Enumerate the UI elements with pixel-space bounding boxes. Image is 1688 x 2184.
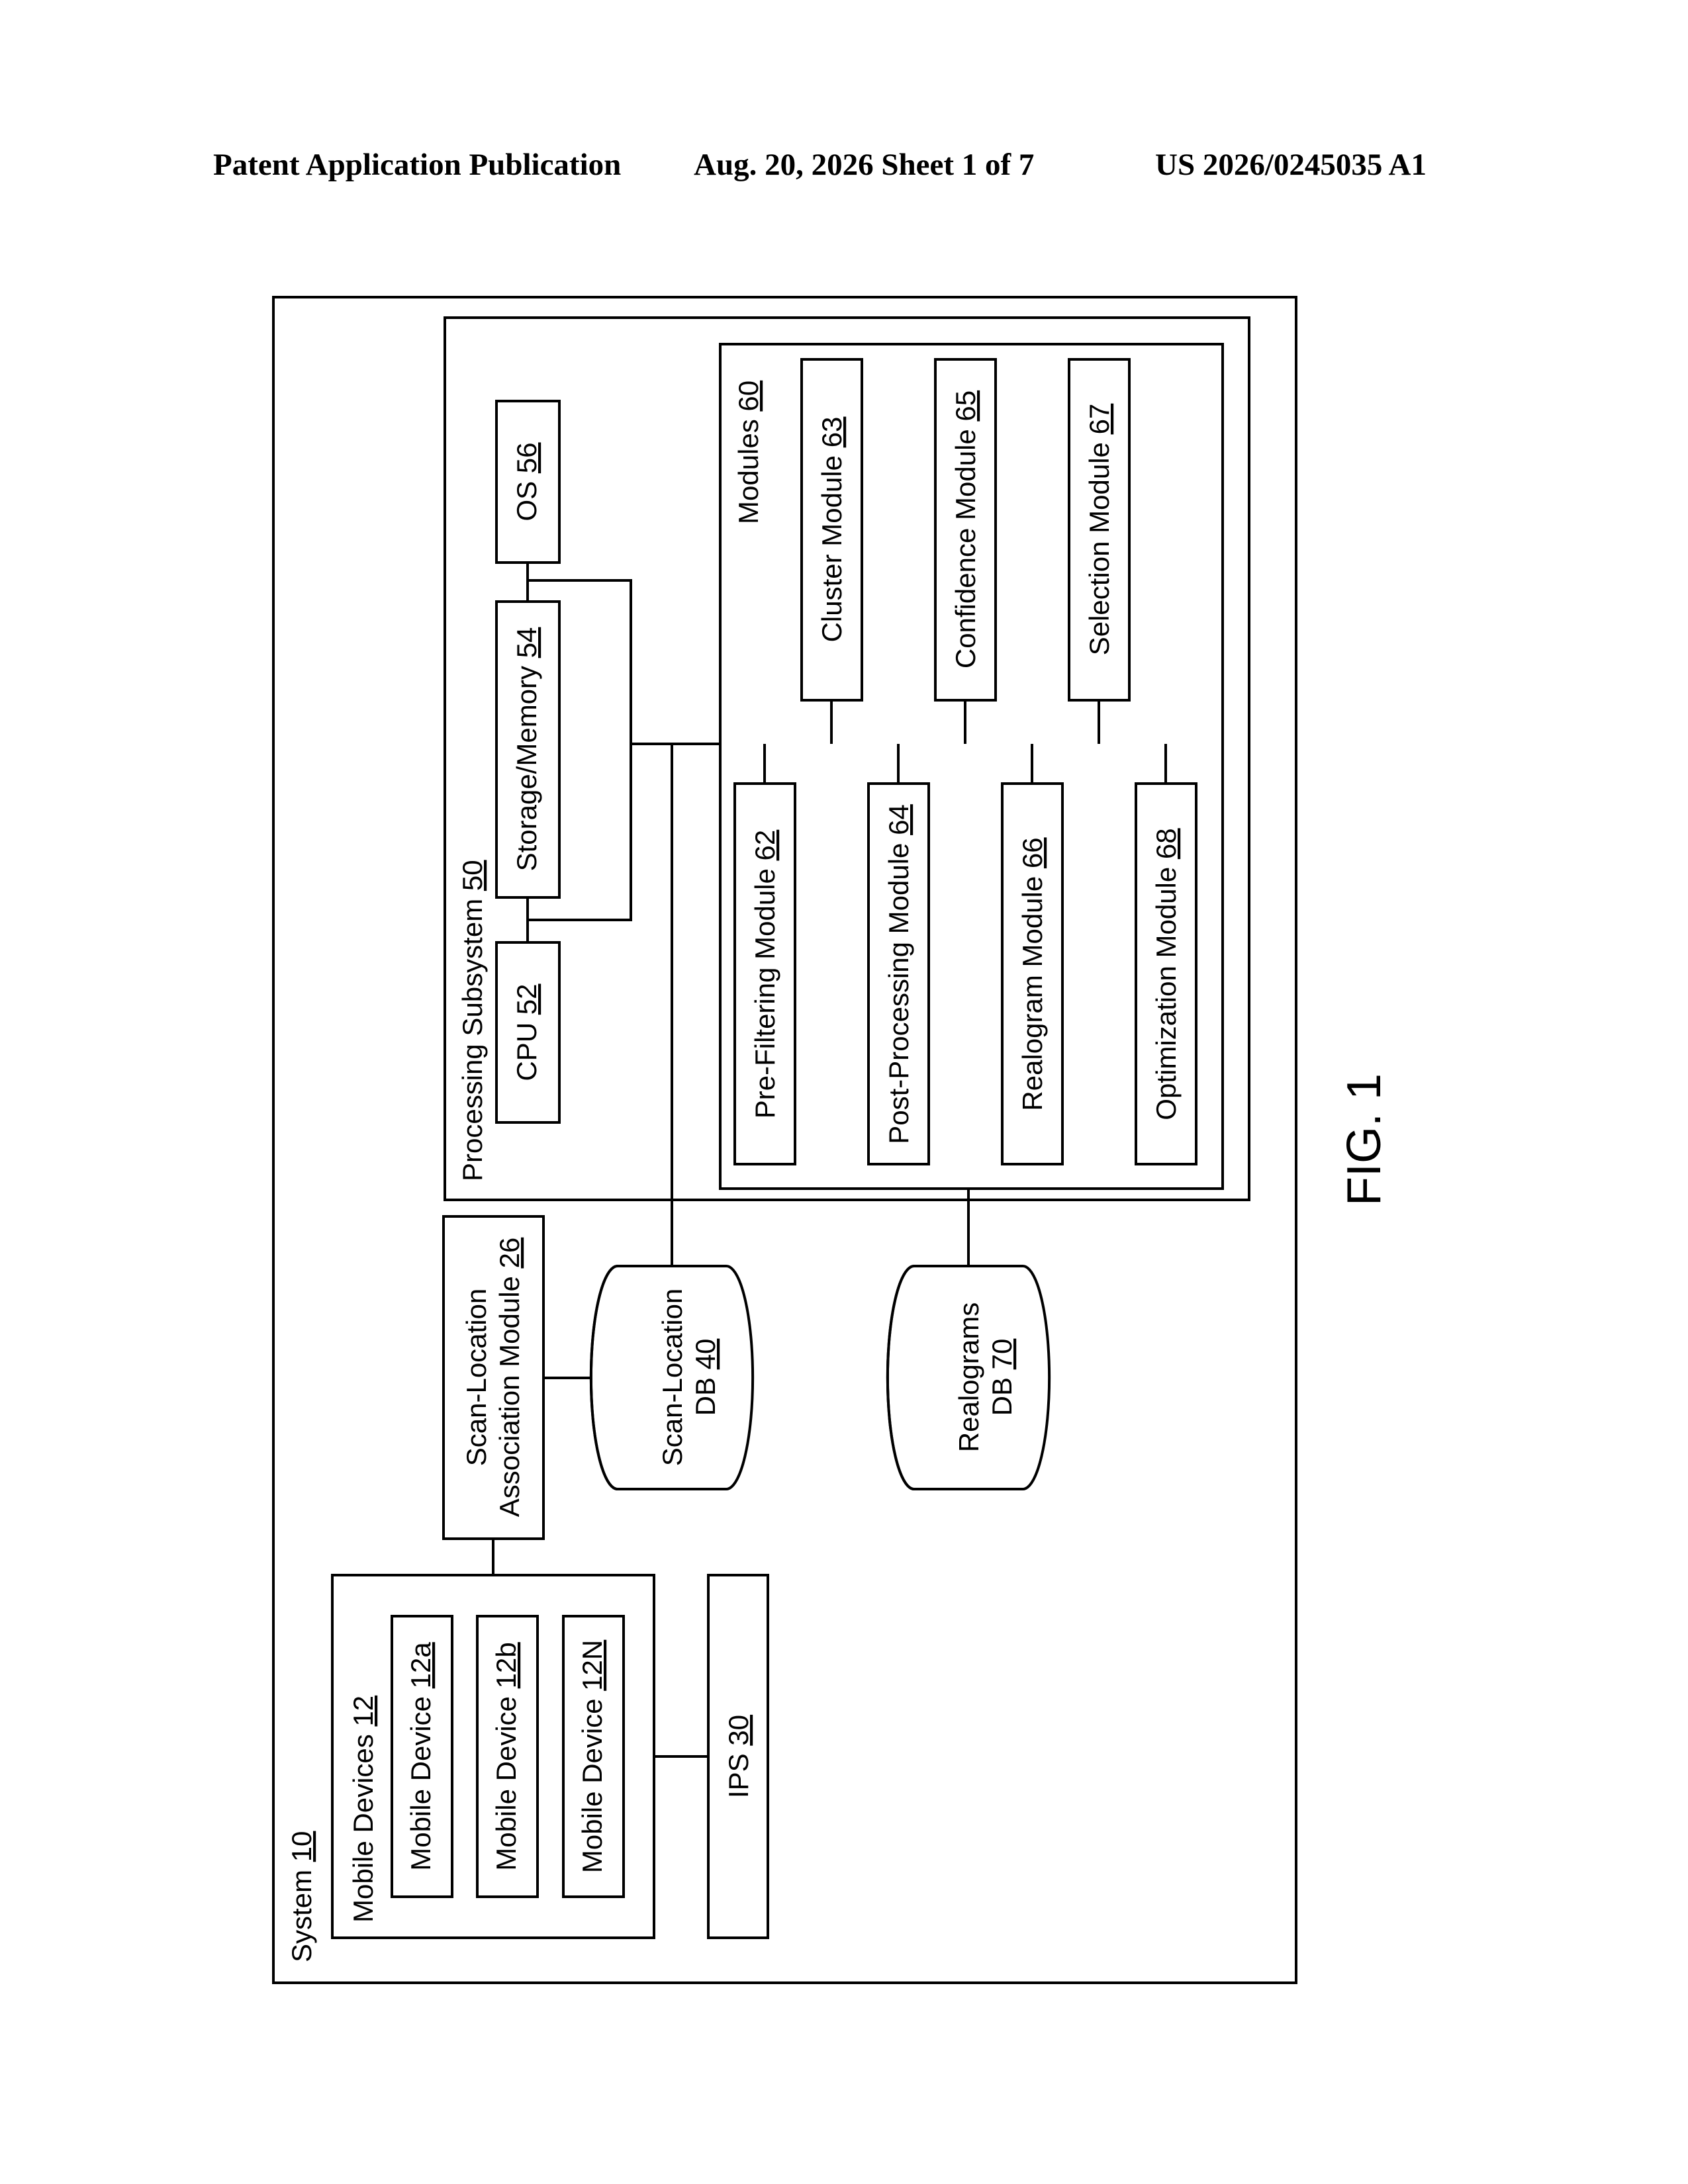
svg-text:Confidence Module 65: Confidence Module 65 [950, 390, 981, 668]
svg-text:Realogram Module 66: Realogram Module 66 [1017, 837, 1048, 1111]
mobile-device-12a: Mobile Device 12a [392, 1616, 452, 1897]
pre-filtering-module: Pre-Filtering Module 62 [735, 744, 795, 1164]
scan-location-db-line1: Scan-Location [657, 1289, 688, 1467]
svg-text:CPU 52: CPU 52 [511, 983, 542, 1081]
realograms-db-line2: DB 70 [986, 1339, 1017, 1416]
realograms-db-line1: Realograms [953, 1302, 984, 1452]
mobile-devices-label: Mobile Devices 12 [348, 1696, 379, 1923]
svg-text:Storage/Memory 54: Storage/Memory 54 [511, 627, 542, 872]
post-processing-module: Post-Processing Module 64 [868, 744, 929, 1164]
ips-label: IPS 30 [723, 1715, 754, 1798]
cluster-module: Cluster Module 63 [802, 359, 862, 744]
svg-text:Post-Processing Module 64: Post-Processing Module 64 [883, 804, 914, 1144]
system-label: System 10 [286, 1831, 317, 1962]
storage-memory-box: Storage/Memory 54 [496, 602, 559, 897]
mobile-device-12b: Mobile Device 12b [477, 1616, 538, 1897]
scan-location-association-module-line1: Scan-Location [461, 1289, 492, 1467]
os-box: OS 56 [496, 401, 559, 563]
svg-text:OS 56: OS 56 [511, 442, 542, 521]
svg-text:Optimization Module 68: Optimization Module 68 [1150, 828, 1182, 1120]
scan-location-db-line2: DB 40 [690, 1339, 721, 1416]
confidence-module: Confidence Module 65 [935, 359, 996, 744]
scan-location-association-module-line2: Association Module 26 [494, 1238, 525, 1518]
cpu-box: CPU 52 [496, 942, 559, 1122]
svg-text:Mobile Device 12a: Mobile Device 12a [405, 1642, 436, 1871]
processing-subsystem-label: Processing Subsystem 50 [457, 860, 488, 1181]
mobile-device-12N: Mobile Device 12N [563, 1616, 624, 1897]
svg-text:Mobile Device 12N: Mobile Device 12N [577, 1640, 608, 1874]
figure-label: FIG. 1 [1338, 1073, 1391, 1206]
svg-text:Mobile Device 12b: Mobile Device 12b [491, 1642, 522, 1871]
modules-label: Modules 60 [733, 381, 764, 524]
svg-text:Pre-Filtering Module 62: Pre-Filtering Module 62 [749, 830, 780, 1119]
optimization-module: Optimization Module 68 [1136, 744, 1196, 1164]
realogram-module: Realogram Module 66 [1002, 744, 1062, 1164]
selection-module: Selection Module 67 [1069, 359, 1129, 744]
svg-text:Cluster Module 63: Cluster Module 63 [816, 417, 847, 643]
svg-text:Selection Module 67: Selection Module 67 [1084, 404, 1115, 656]
